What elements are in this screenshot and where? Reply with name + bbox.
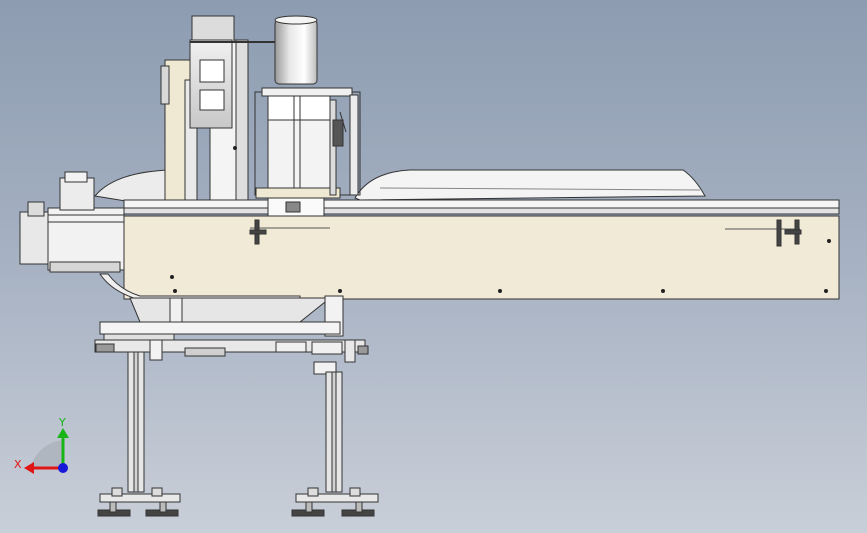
top-motor-housing: [191, 15, 235, 43]
conveyor-side-panel: [123, 215, 840, 300]
base-plate: [99, 321, 341, 335]
z-axis-dot: [58, 463, 68, 473]
right-foot: [291, 487, 379, 517]
y-axis-label: Y: [58, 416, 66, 429]
left-foot: [97, 487, 181, 517]
x-axis-label: X: [14, 458, 22, 471]
curved-chute: [354, 169, 706, 201]
side-motor-body: [19, 211, 51, 265]
conveyor-top-rail: [123, 199, 840, 209]
triad-origin-shadow: [30, 440, 62, 468]
coordinate-triad: Y X: [14, 416, 69, 474]
support-bracket: [129, 297, 332, 323]
panel-bolts: [170, 146, 831, 293]
motor-terminal-box: [59, 177, 95, 211]
y-axis-arrowhead: [57, 428, 69, 438]
drum-roller: [274, 19, 318, 85]
panel-adjusters: [249, 219, 802, 247]
x-axis-arrowhead: [24, 462, 34, 474]
sensor-block: [332, 119, 344, 147]
